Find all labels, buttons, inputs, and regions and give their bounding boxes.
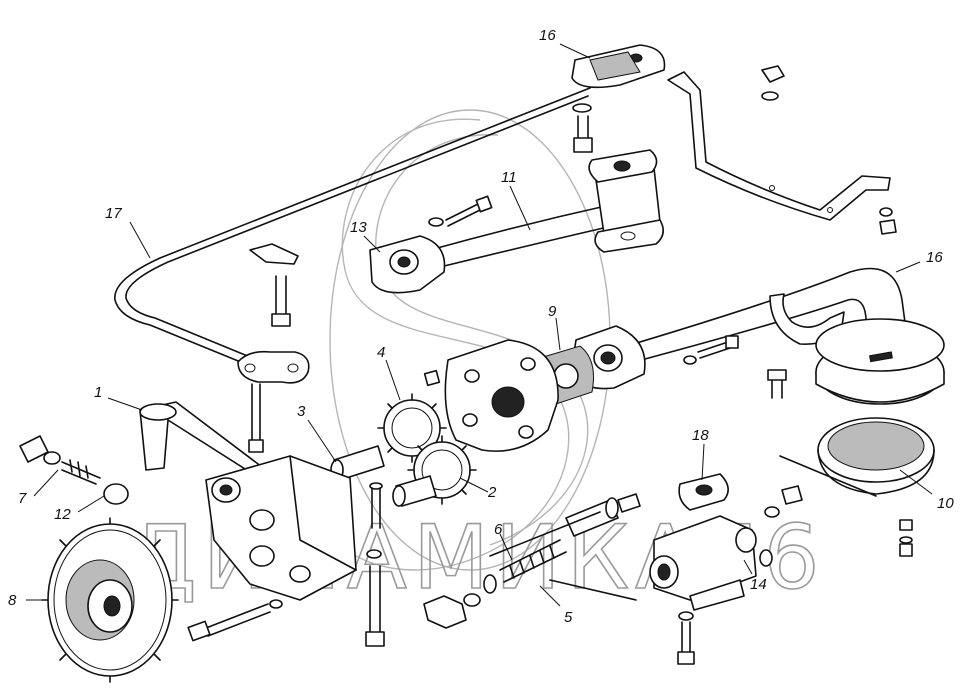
intake-pipe-16 [537,267,945,557]
flange-16-top [571,44,666,153]
callout-10: 10 [937,495,954,512]
callout-18: 18 [692,427,709,444]
pipe-11 [249,149,664,327]
callout-16-right: 16 [926,249,943,266]
callout-2: 2 [487,484,497,501]
callout-17: 17 [105,205,122,222]
callout-11: 11 [501,169,517,186]
callout-16-top: 16 [539,27,556,44]
oil-tube-17 [114,87,591,453]
callout-1: 1 [94,384,102,401]
callout-12: 12 [54,506,71,523]
callout-3: 3 [297,403,306,420]
relief-valve [423,493,641,629]
pump-cover [423,339,559,452]
callout-8: 8 [8,592,17,609]
callout-13: 13 [350,219,367,236]
pump-body [139,401,385,647]
watermark-logo [319,109,611,571]
leader-lines [26,43,933,607]
callout-5: 5 [564,609,573,626]
callout-14: 14 [750,576,767,593]
callout-4: 4 [377,344,385,361]
support-bracket [667,65,897,235]
drive-gear-8 [41,517,179,683]
pump-gears [330,393,477,507]
callout-7: 7 [18,490,27,507]
plug-and-spring [19,435,129,505]
callout-labels: 16 16 17 11 13 9 4 3 1 7 12 8 2 6 5 18 1… [8,27,954,626]
valve-housing [649,473,803,665]
callout-9: 9 [548,303,557,320]
callout-6: 6 [494,521,503,538]
